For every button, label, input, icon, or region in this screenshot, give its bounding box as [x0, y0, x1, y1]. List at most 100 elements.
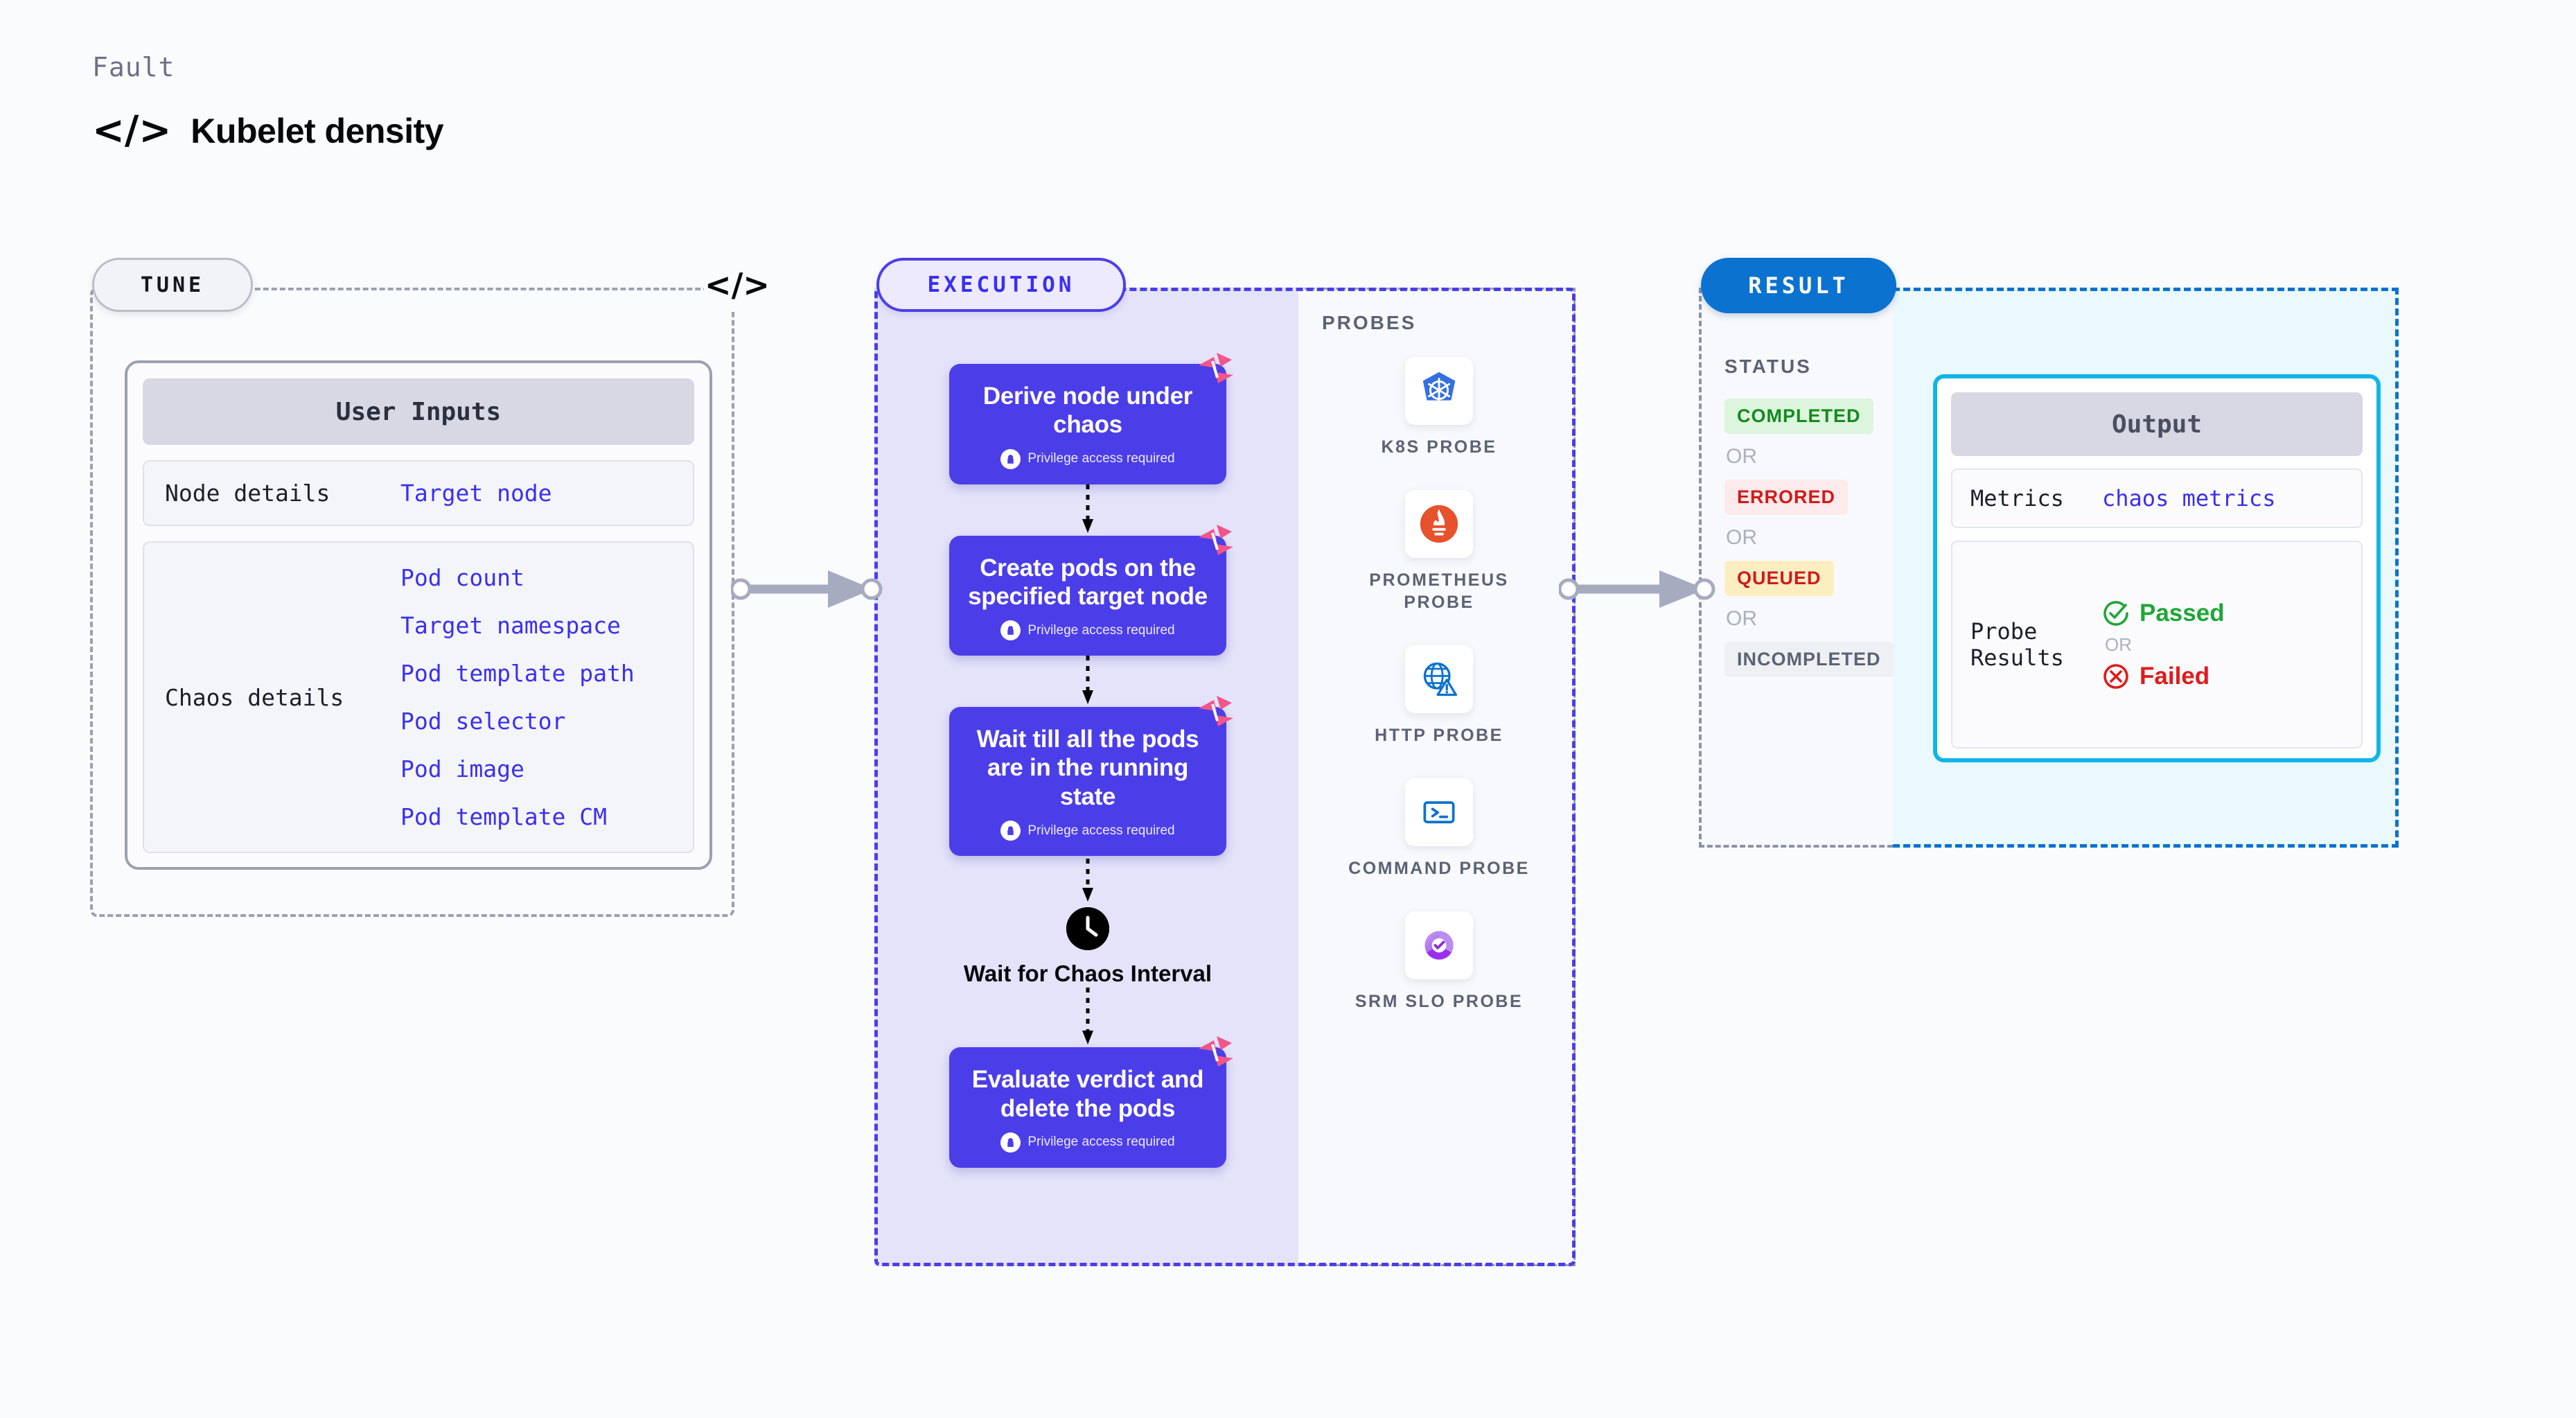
- lock-icon: [1000, 821, 1021, 841]
- page-title: Kubelet density: [191, 112, 444, 150]
- probe-item-http[interactable]: HTTP PROBE: [1375, 645, 1503, 746]
- probe-item-srm-slo[interactable]: SRM SLO PROBE: [1355, 911, 1523, 1013]
- step-privilege-text: Privilege access required: [1027, 823, 1175, 838]
- step-privilege-text: Privilege access required: [1027, 451, 1175, 466]
- globe-warning-icon: [1423, 662, 1457, 697]
- verdict-failed-label: Failed: [2140, 662, 2210, 690]
- input-pod-selector[interactable]: Pod selector: [400, 708, 566, 735]
- chaos-details-key: Chaos details: [165, 683, 344, 711]
- output-metrics-value[interactable]: chaos metrics: [2102, 485, 2276, 512]
- page-title-row: </> Kubelet density: [92, 108, 444, 153]
- output-probe-results-row: Probe Results Passed OR Failed: [1951, 541, 2363, 749]
- harness-mark-icon: [1199, 524, 1233, 555]
- execution-panel-boundary: [874, 288, 1576, 1266]
- status-list: COMPLETED OR ERRORED OR QUEUED OR INCOMP…: [1724, 399, 1898, 677]
- chaos-details-values: Pod count Target namespace Pod template …: [400, 564, 635, 830]
- status-section-label: STATUS: [1724, 356, 1812, 377]
- step-card[interactable]: Create pods on the specified target node…: [949, 524, 1233, 656]
- input-pod-count[interactable]: Pod count: [400, 564, 524, 591]
- step-card[interactable]: Wait till all the pods are in the runnin…: [949, 696, 1233, 857]
- node-details-row: Node details Target node: [143, 460, 694, 526]
- probe-tile: [1404, 645, 1473, 713]
- probe-label: K8S PROBE: [1381, 437, 1497, 457]
- result-pill[interactable]: RESULT: [1701, 258, 1896, 313]
- harness-mark-icon: [1199, 353, 1233, 383]
- verdict-failed: Failed: [2102, 663, 2225, 690]
- flow-arrow: [949, 856, 1226, 907]
- probe-label: PROMETHEUS PROBE: [1369, 570, 1509, 612]
- execution-pill[interactable]: EXECUTION: [876, 258, 1126, 312]
- probe-label: HTTP PROBE: [1375, 726, 1503, 745]
- or-separator: OR: [1726, 445, 1757, 468]
- step-card[interactable]: Evaluate verdict and delete the pods Pri…: [949, 1036, 1233, 1168]
- flow-arrow: [949, 656, 1226, 707]
- prometheus-icon: [1420, 505, 1458, 543]
- step-title: Evaluate verdict and delete the pods: [971, 1066, 1204, 1122]
- output-title: Output: [1951, 392, 2363, 456]
- output-probe-results-key: Probe Results: [1970, 618, 2064, 672]
- or-separator: OR: [1726, 526, 1757, 549]
- tune-pill[interactable]: TUNE: [92, 258, 253, 312]
- step-card[interactable]: Derive node under chaos Privilege access…: [949, 353, 1233, 484]
- terminal-icon: [1423, 801, 1455, 823]
- input-pod-template-path[interactable]: Pod template path: [400, 660, 635, 687]
- connector-execution-result: [1559, 570, 1715, 608]
- output-metrics-row: Metrics chaos metrics: [1951, 469, 2363, 529]
- step-title: Create pods on the specified target node: [968, 554, 1208, 610]
- step-privilege-text: Privilege access required: [1027, 622, 1175, 638]
- step-privilege-text: Privilege access required: [1027, 1135, 1175, 1150]
- tune-code-icon[interactable]: </>: [704, 258, 770, 312]
- user-inputs-card: User Inputs Node details Target node Cha…: [125, 360, 712, 870]
- or-separator: OR: [1726, 607, 1757, 630]
- harness-mark-icon: [1199, 1036, 1233, 1067]
- probe-item-command[interactable]: COMMAND PROBE: [1348, 778, 1530, 879]
- output-metrics-key: Metrics: [1970, 485, 2064, 511]
- node-details-values: Target node: [400, 480, 552, 507]
- harness-mark-icon: [1199, 696, 1233, 727]
- step-privilege-note: Privilege access required: [963, 448, 1212, 469]
- probe-label: SRM SLO PROBE: [1355, 992, 1524, 1011]
- code-icon: </>: [92, 108, 172, 153]
- status-badge-incompleted: INCOMPLETED: [1724, 642, 1894, 677]
- input-pod-template-cm[interactable]: Pod template CM: [400, 803, 608, 830]
- step-privilege-note: Privilege access required: [963, 620, 1212, 641]
- step-privilege-note: Privilege access required: [963, 821, 1212, 841]
- verdict-passed-label: Passed: [2140, 599, 2225, 627]
- input-pod-image[interactable]: Pod image: [400, 755, 524, 782]
- step-privilege-note: Privilege access required: [963, 1132, 1212, 1153]
- execution-flow: Derive node under chaos Privilege access…: [949, 353, 1233, 1168]
- wait-for-chaos-interval-node: Wait for Chaos Interval: [949, 907, 1226, 988]
- probe-tile: [1405, 911, 1473, 979]
- chaos-details-row: Chaos details Pod count Target namespace…: [143, 541, 694, 853]
- kubernetes-icon: [1422, 371, 1456, 403]
- clock-icon: [1066, 907, 1109, 951]
- probes-section-label: PROBES: [1322, 312, 1417, 333]
- input-target-namespace[interactable]: Target namespace: [400, 612, 621, 639]
- verdict-passed: Passed: [2102, 599, 2225, 627]
- status-badge-completed: COMPLETED: [1724, 399, 1873, 434]
- or-separator: OR: [2105, 633, 2132, 655]
- status-badge-errored: ERRORED: [1724, 480, 1849, 515]
- wait-node-label: Wait for Chaos Interval: [963, 961, 1212, 987]
- x-circle-icon: [2103, 664, 2128, 689]
- output-card: Output Metrics chaos metrics Probe Resul…: [1933, 374, 2381, 762]
- probe-tile: [1405, 490, 1473, 558]
- input-target-node[interactable]: Target node: [400, 480, 552, 507]
- lock-icon: [1000, 1132, 1021, 1153]
- step-title: Wait till all the pods are in the runnin…: [976, 726, 1199, 810]
- probe-verdicts: Passed OR Failed: [2102, 599, 2225, 690]
- probe-item-prometheus[interactable]: PROMETHEUS PROBE: [1339, 490, 1540, 613]
- probe-label: COMMAND PROBE: [1348, 859, 1530, 878]
- probe-item-k8s[interactable]: K8S PROBE: [1382, 357, 1497, 458]
- lock-icon: [1000, 448, 1021, 469]
- srm-slo-icon: [1424, 931, 1454, 960]
- probe-list: K8S PROBE PROMETHEUS PROBE: [1339, 357, 1540, 1013]
- lock-icon: [1000, 620, 1021, 641]
- page-eyebrow: Fault: [92, 52, 175, 82]
- check-circle-icon: [2103, 601, 2128, 626]
- probes-panel-boundary: [1298, 288, 1576, 1266]
- flow-arrow: [949, 988, 1226, 1047]
- tune-panel-boundary: [90, 288, 734, 917]
- probe-tile: [1404, 357, 1473, 425]
- step-title: Derive node under chaos: [982, 383, 1193, 439]
